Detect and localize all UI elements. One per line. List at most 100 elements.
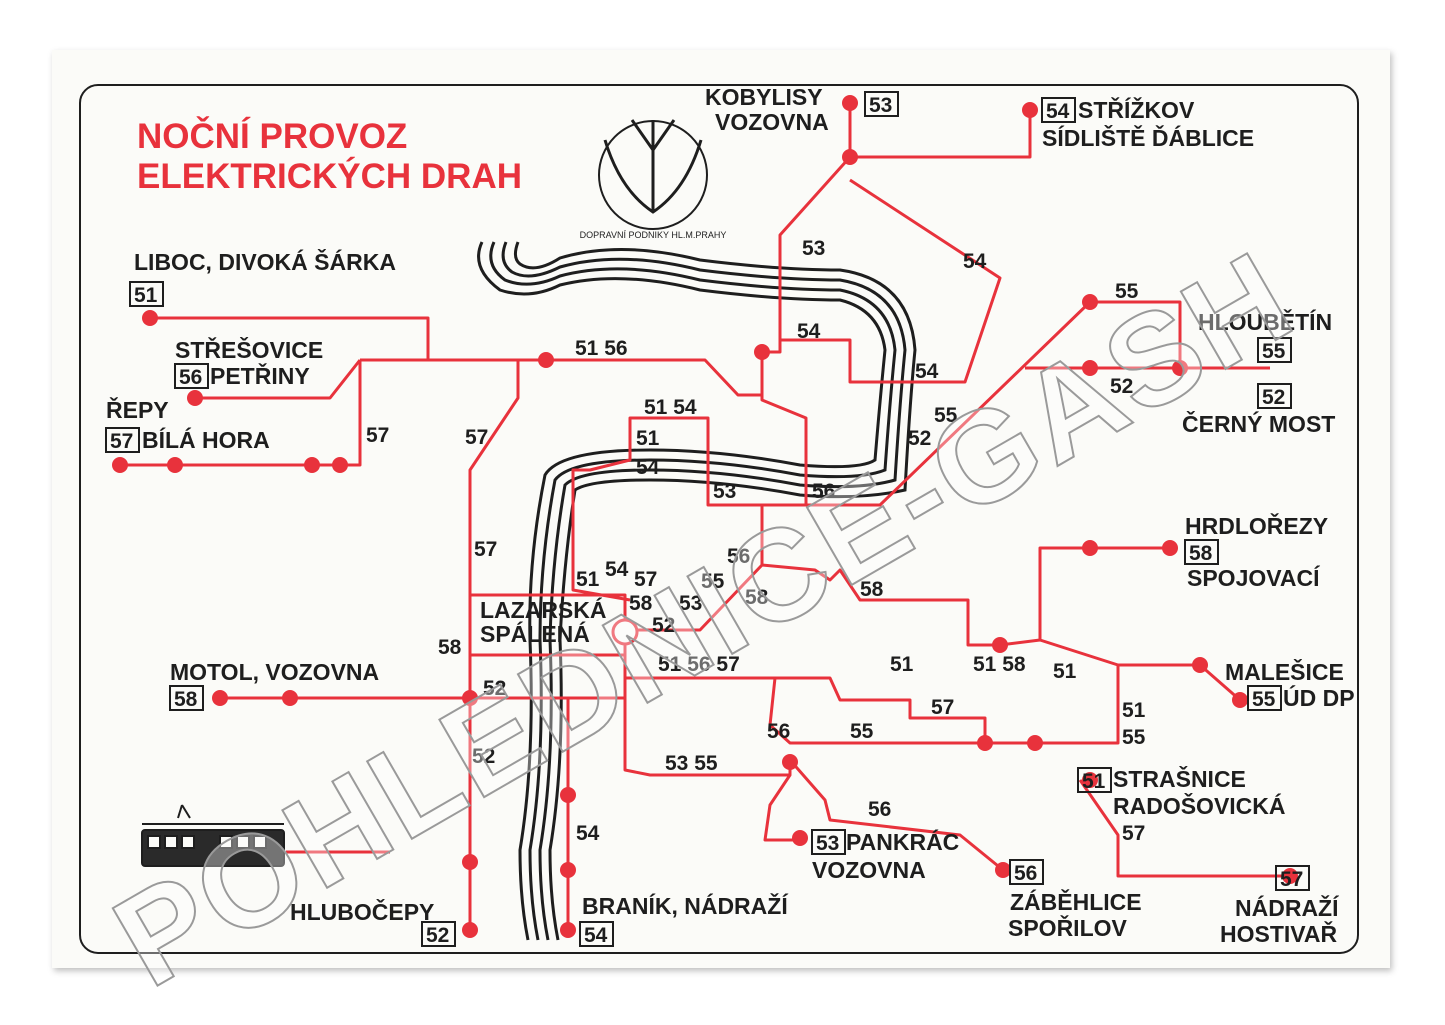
terminal-name: ŘEPY bbox=[106, 396, 169, 423]
route-box: 54 bbox=[584, 924, 608, 947]
line-hub-ne bbox=[630, 505, 764, 632]
route-number: 58 bbox=[438, 636, 462, 659]
route-number: 54 bbox=[963, 250, 987, 273]
stop-dot bbox=[1282, 868, 1298, 884]
line-57-west bbox=[468, 360, 520, 595]
stop-dot bbox=[782, 754, 798, 770]
stop-dot bbox=[977, 735, 993, 751]
line-51-56-main bbox=[360, 358, 808, 602]
hub-lazarska-circle bbox=[611, 618, 639, 646]
route-number: 57 bbox=[634, 568, 657, 591]
route-number: 53 bbox=[802, 237, 825, 260]
stop-dot bbox=[1082, 540, 1098, 556]
route-box: 56 bbox=[1014, 862, 1037, 885]
route-number: 57 bbox=[465, 426, 488, 449]
stop-dot bbox=[842, 149, 858, 165]
route-number: 58 bbox=[860, 578, 884, 601]
route-number: 51 56 57 bbox=[658, 653, 740, 676]
route-box: 53 bbox=[869, 94, 892, 117]
terminal-name2: SPOJOVACÍ bbox=[1187, 564, 1320, 591]
terminal-name: KOBYLISY bbox=[705, 84, 823, 110]
line-repy bbox=[120, 360, 362, 467]
route-number: 56 bbox=[767, 720, 790, 743]
line-55-diag bbox=[806, 300, 1092, 507]
route-box: 58 bbox=[174, 688, 198, 711]
line-hloubetin bbox=[1090, 300, 1270, 370]
terminal-name2: ÚD DP bbox=[1283, 684, 1355, 711]
terminal-name: MALEŠICE bbox=[1225, 658, 1344, 685]
stop-dot bbox=[560, 922, 576, 938]
river-vltava bbox=[477, 241, 917, 941]
line-58-east bbox=[761, 563, 1200, 667]
line-pankrac bbox=[763, 774, 800, 842]
line-53-55-south bbox=[788, 759, 1004, 872]
route-box: 58 bbox=[1189, 542, 1213, 565]
stop-dot bbox=[462, 854, 478, 870]
route-number: 54 bbox=[636, 456, 660, 479]
hub-label-2: SPÁLENÁ bbox=[480, 620, 590, 647]
stop-dot bbox=[538, 352, 554, 368]
terminal-name: MOTOL, VOZOVNA bbox=[170, 659, 379, 685]
route-box: 52 bbox=[1262, 386, 1285, 409]
stop-dot bbox=[282, 690, 298, 706]
line-strizkov bbox=[850, 110, 1032, 159]
stop-dot bbox=[212, 690, 228, 706]
stop-dot bbox=[1027, 735, 1043, 751]
stop-dot bbox=[1082, 294, 1098, 310]
terminal-name: STŘÍŽKOV bbox=[1078, 96, 1195, 123]
map-card bbox=[52, 50, 1390, 968]
terminal-name: HRDLOŘEZY bbox=[1185, 512, 1328, 539]
stop-dot bbox=[792, 830, 808, 846]
route-number: 53 55 bbox=[665, 752, 718, 775]
stop-dot bbox=[754, 344, 770, 360]
tram-network bbox=[120, 103, 1290, 930]
terminal-name: BRANÍK, NÁDRAŽÍ bbox=[582, 892, 788, 919]
route-number: 51 bbox=[890, 653, 914, 676]
terminal-name: STRAŠNICE bbox=[1113, 765, 1246, 792]
stop-dot bbox=[112, 457, 128, 473]
route-number: 53 bbox=[679, 592, 702, 615]
line-54-north bbox=[780, 178, 1002, 384]
stop-dot bbox=[462, 922, 478, 938]
route-number: 54 bbox=[576, 822, 600, 845]
route-number: 52 bbox=[908, 427, 931, 450]
route-number: 55 bbox=[850, 720, 874, 743]
stop-dot bbox=[462, 690, 478, 706]
route-box: 56 bbox=[179, 366, 202, 389]
route-number: 58 bbox=[745, 586, 769, 609]
route-number: 55 bbox=[701, 570, 725, 593]
stops bbox=[112, 95, 1298, 938]
route-number: 51 bbox=[636, 427, 660, 450]
route-number: 51 bbox=[1053, 660, 1077, 683]
terminal-labels: KOBYLISY VOZOVNA 53 54 STŘÍŽKOV SÍDLIŠTĚ… bbox=[105, 84, 1355, 947]
line-hrdlorezy bbox=[1038, 546, 1170, 640]
route-number: 57 bbox=[366, 424, 389, 447]
route-number: 54 bbox=[605, 558, 629, 581]
line-strasnice bbox=[1078, 779, 1290, 878]
route-number: 55 bbox=[934, 404, 958, 427]
title-line1: NOČNÍ PROVOZ bbox=[137, 116, 407, 156]
terminal-name: HLOUBĚTÍN bbox=[1198, 308, 1332, 335]
terminal-name2: RADOŠOVICKÁ bbox=[1113, 792, 1286, 819]
route-number: 56 bbox=[812, 480, 835, 503]
terminal-name2: PETŘINY bbox=[210, 362, 310, 389]
stop-dot bbox=[167, 457, 183, 473]
stop-dot bbox=[1192, 657, 1208, 673]
terminal-name: STŘEŠOVICE bbox=[175, 336, 323, 363]
stop-dot bbox=[142, 310, 158, 326]
route-number: 51 56 bbox=[575, 337, 628, 360]
stop-dot bbox=[304, 457, 320, 473]
logo-text: DOPRAVNÍ PODNIKY HL.M.PRAHY bbox=[580, 230, 727, 240]
route-number: 51 bbox=[1122, 699, 1146, 722]
route-box: 51 bbox=[134, 284, 158, 307]
title-line2: ELEKTRICKÝCH DRAH bbox=[137, 156, 522, 196]
route-box: 55 bbox=[1252, 688, 1276, 711]
stop-dot bbox=[1162, 540, 1178, 556]
terminal-name: PANKRÁC bbox=[846, 828, 959, 855]
route-number: 56 bbox=[727, 545, 750, 568]
route-number: 57 bbox=[474, 538, 497, 561]
terminal-name2: VOZOVNA bbox=[812, 857, 926, 883]
map-frame bbox=[79, 84, 1359, 954]
route-number: 52 bbox=[472, 745, 495, 768]
route-number: 51 bbox=[576, 568, 600, 591]
